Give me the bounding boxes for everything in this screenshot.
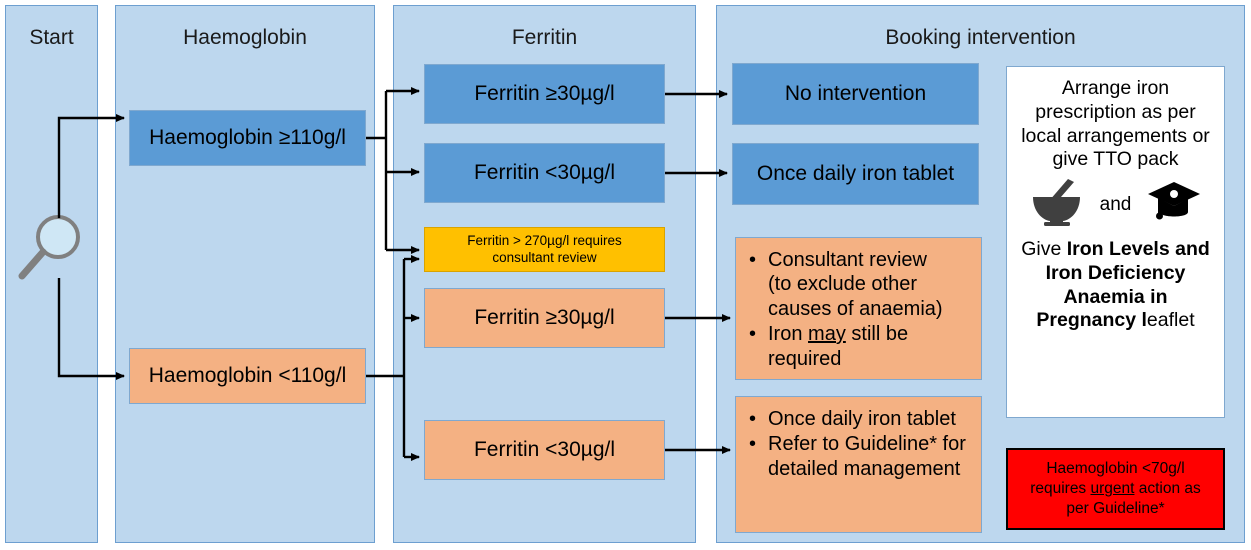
node-ferritin-normal-from-normal-hb[interactable]: Ferritin ≥30µg/l: [424, 64, 665, 124]
info-panel-heading: Arrange iron prescription as per local a…: [1021, 77, 1210, 171]
alert-line-2: requires urgent action as: [1030, 479, 1201, 499]
node-ferritin-consultant-note[interactable]: Ferritin > 270µg/l requires consultant r…: [424, 227, 665, 272]
consultant-note-line-1: Ferritin > 270µg/l requires: [467, 232, 622, 248]
crb2-pre: Iron: [768, 323, 809, 346]
crb2-emphasis: may: [808, 323, 846, 346]
node-ferritin-low-from-low-hb[interactable]: Ferritin <30µg/l: [424, 420, 665, 480]
consultant-review-bullet-1: Consultant review (to exclude other caus…: [749, 248, 973, 321]
crb2-post: still be required: [768, 323, 909, 370]
leaflet-give-prefix: Give: [1021, 238, 1067, 261]
crb1-line1: Consultant review: [768, 249, 927, 271]
info-panel-leaflet-text: Give Iron Levels and Iron Deficiency Ana…: [1015, 238, 1216, 333]
leaflet-title-bold: Iron Levels and Iron Deficiency Anaemia …: [1036, 238, 1210, 332]
lane-title-haemoglobin: Haemoglobin: [183, 26, 307, 49]
node-once-daily-iron-tablet[interactable]: Once daily iron tablet: [732, 143, 979, 205]
leaflet-suffix: eaflet: [1146, 309, 1195, 332]
node-ferritin-normal-from-low-hb[interactable]: Ferritin ≥30µg/l: [424, 288, 665, 348]
consultant-note-line-2: consultant review: [492, 249, 597, 265]
graduation-cap-icon: [1147, 180, 1201, 230]
mortar-and-pestle-icon: [1030, 177, 1084, 233]
alert-panel-severe-anaemia: Haemoglobin <70g/l requires urgent actio…: [1006, 448, 1225, 530]
iron-refer-bullet-2: Refer to Guideline* for detailed managem…: [749, 432, 973, 481]
iron-refer-bullet-1: Once daily iron tablet: [749, 407, 973, 432]
info-panel-conjunction: and: [1099, 194, 1132, 216]
alert-line2-post: action as: [1134, 479, 1201, 497]
alert-line2-pre: requires: [1030, 479, 1091, 497]
node-haemoglobin-normal[interactable]: Haemoglobin ≥110g/l: [129, 110, 366, 166]
alert-line-1: Haemoglobin <70g/l: [1046, 459, 1185, 477]
crb1-line2: (to exclude other: [768, 273, 917, 296]
info-panel-icon-row: and: [1015, 178, 1216, 232]
lane-title-booking-intervention: Booking intervention: [885, 26, 1076, 49]
node-consultant-review-actions[interactable]: Consultant review (to exclude other caus…: [735, 237, 982, 380]
alert-line-3: per Guideline*: [1066, 500, 1165, 518]
info-panel-iron-prescription: Arrange iron prescription as per local a…: [1006, 66, 1225, 418]
lane-haemoglobin: Haemoglobin: [115, 5, 375, 543]
node-iron-and-referral-actions[interactable]: Once daily iron tablet Refer to Guidelin…: [735, 396, 982, 533]
consultant-review-bullet-2: Iron may still be required: [749, 322, 973, 371]
node-haemoglobin-low[interactable]: Haemoglobin <110g/l: [129, 348, 366, 404]
lane-title-start: Start: [29, 26, 74, 49]
magnifying-glass-icon: [16, 213, 84, 283]
alert-line2-emphasis: urgent: [1090, 479, 1135, 497]
crb1-line3: causes of anaemia): [768, 297, 943, 320]
node-ferritin-low-from-normal-hb[interactable]: Ferritin <30µg/l: [424, 143, 665, 203]
lane-title-ferritin: Ferritin: [511, 26, 578, 49]
node-no-intervention[interactable]: No intervention: [732, 63, 979, 125]
